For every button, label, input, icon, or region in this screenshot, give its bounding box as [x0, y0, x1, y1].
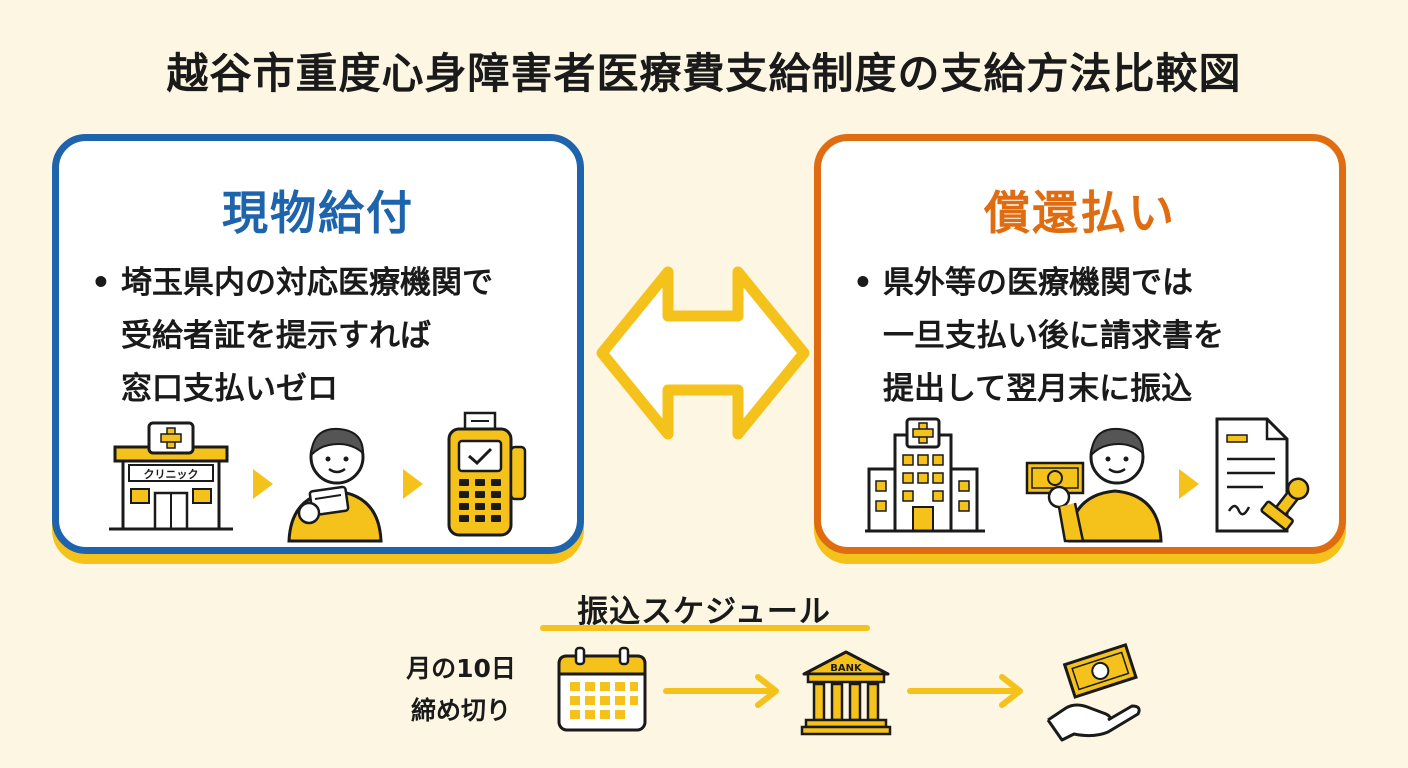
desc-line-left-1: 埼玉県内の対応医療機関で [121, 265, 493, 301]
desc-line-left-3: 窓口支払いゼロ [121, 371, 338, 407]
panel-shokan-barai: 償還払い • 県外等の医療機関では 一旦支払い後に請求書を 提出して翌月末に振込 [814, 134, 1346, 554]
schedule-title: 振込スケジュール [577, 594, 831, 630]
flow-icons-left: クリニック [59, 411, 577, 543]
payment-terminal-icon [447, 411, 527, 537]
panel-genbutsu-kyufu: 現物給付 • 埼玉県内の対応医療機関で 受給者証を提示すれば 窓口支払いゼロ クリ… [52, 134, 584, 554]
invoice-stamp-icon [1215, 417, 1310, 533]
schedule-arrow-icon [663, 674, 779, 708]
flow-arrow-icon [1179, 469, 1199, 499]
schedule-arrow-icon [907, 674, 1023, 708]
desc-line-right-3: 提出して翌月末に振込 [883, 371, 1193, 407]
panel-description-right: • 県外等の医療機関では 一旦支払い後に請求書を 提出して翌月末に振込 [853, 257, 1333, 416]
clinic-sign-text: クリニック [144, 468, 199, 481]
deadline-label: 月の10日 締め切り [378, 648, 544, 732]
flow-arrow-icon [403, 469, 423, 499]
desc-line-left-2: 受給者証を提示すれば [121, 318, 431, 354]
bullet-left: • [91, 265, 111, 301]
bank-label: BANK [830, 663, 863, 674]
money-receive-icon [1046, 643, 1141, 742]
panel-heading-left: 現物給付 [222, 186, 414, 240]
flow-arrow-icon [253, 469, 273, 499]
desc-line-right-2: 一旦支払い後に請求書を [883, 318, 1224, 354]
bank-icon: BANK [800, 650, 892, 736]
person-with-money-icon [1025, 427, 1163, 543]
desc-line-right-1: 県外等の医療機関では [883, 265, 1193, 301]
hospital-icon [865, 417, 985, 533]
page-title: 越谷市重度心身障害者医療費支給制度の支給方法比較図 [166, 49, 1242, 98]
panel-heading-right: 償還払い [984, 186, 1176, 240]
schedule-title-underline [540, 625, 870, 631]
panel-description-left: • 埼玉県内の対応医療機関で 受給者証を提示すれば 窓口支払いゼロ [91, 257, 571, 416]
bidirectional-arrow-icon [596, 266, 810, 440]
person-with-card-icon [287, 427, 383, 543]
flow-icons-right [821, 413, 1339, 543]
deadline-line-1: 月の10日 [406, 654, 516, 683]
calendar-icon [557, 646, 647, 732]
clinic-icon: クリニック [109, 421, 233, 531]
deadline-line-2: 締め切り [410, 696, 511, 725]
bullet-right: • [853, 265, 873, 301]
